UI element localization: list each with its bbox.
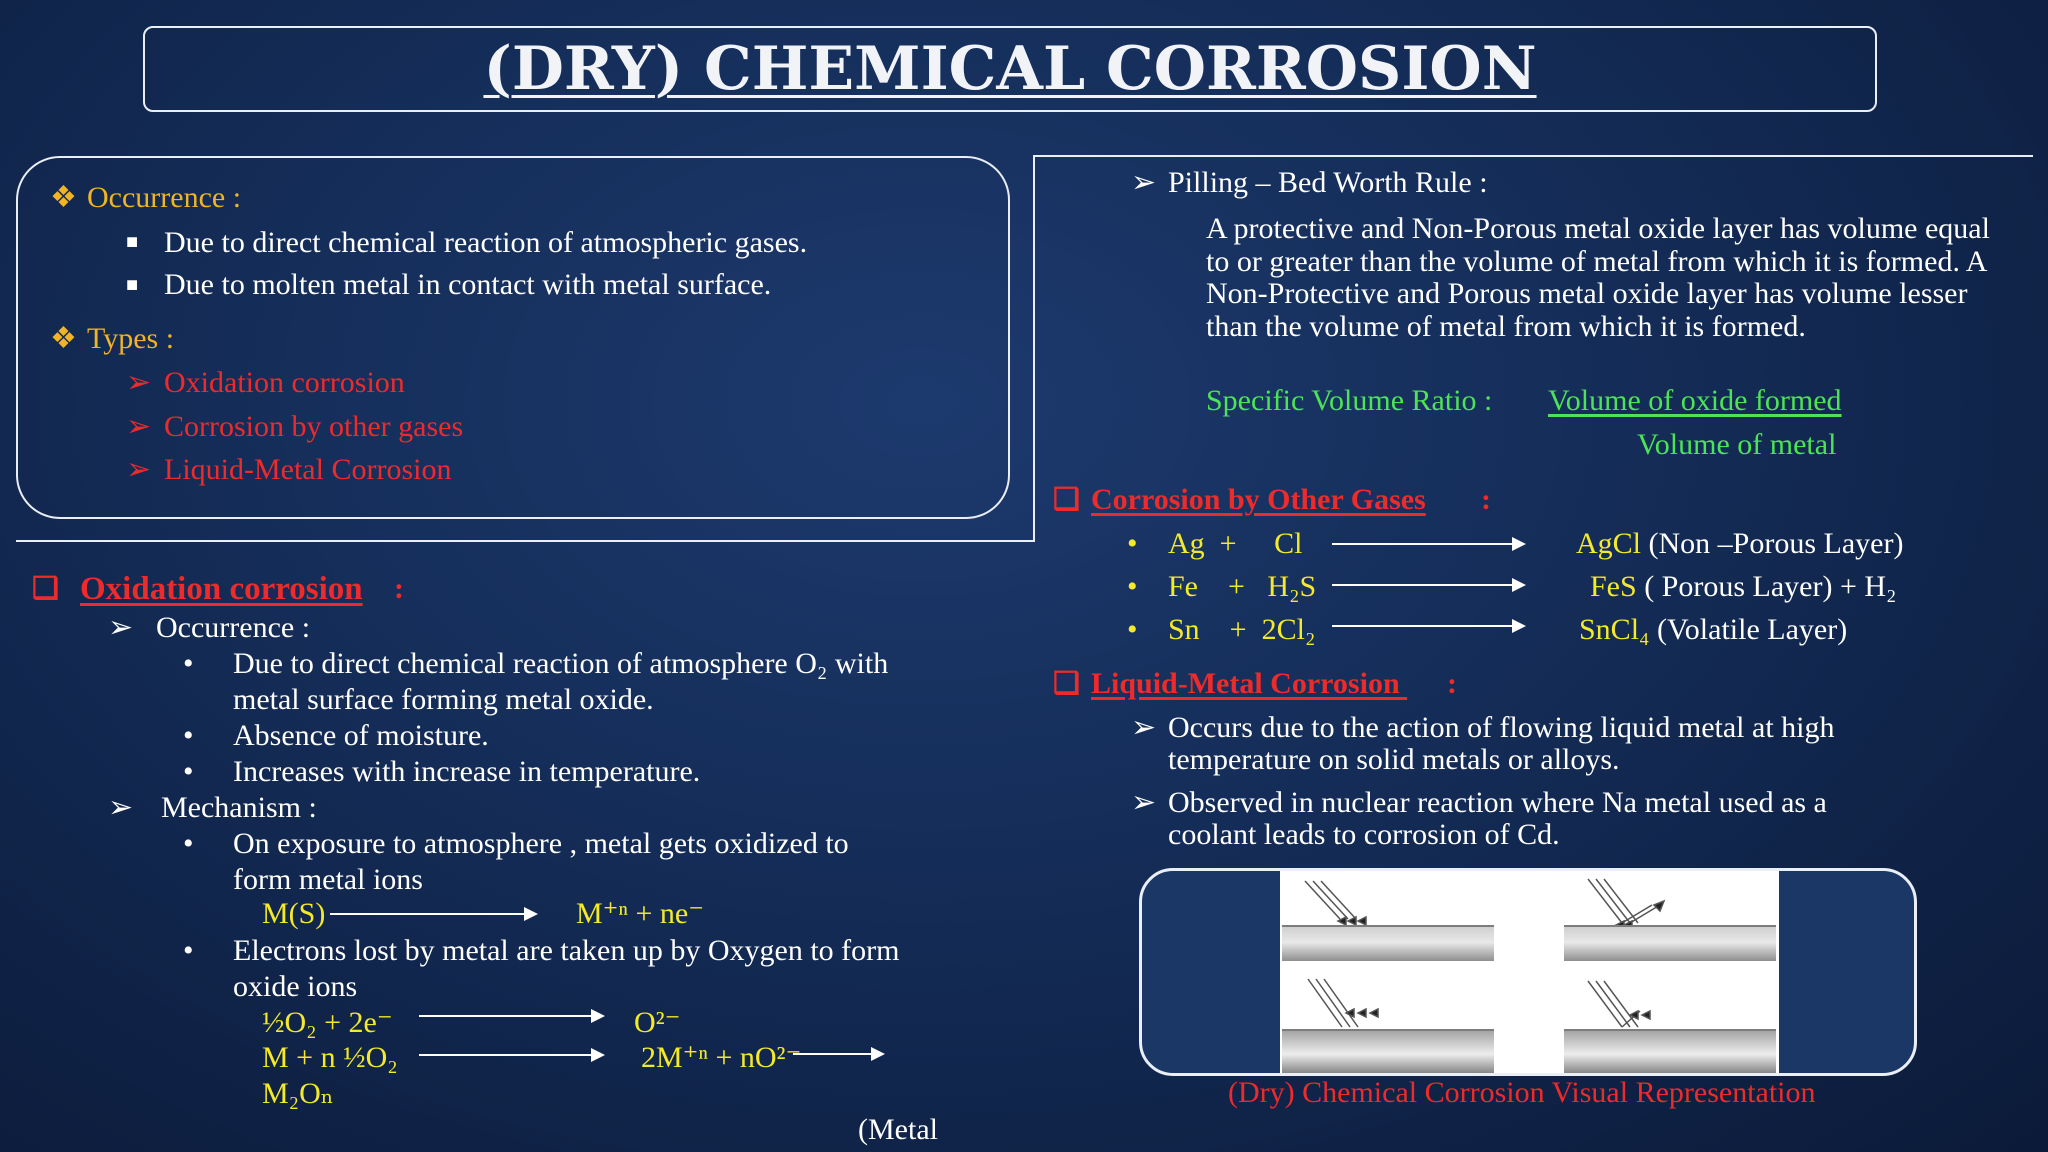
checkbox-bullet-icon: ❑ <box>32 572 59 605</box>
oxidation-heading-colon: : <box>394 572 404 605</box>
square-bullet-icon: ■ <box>126 231 139 253</box>
metal-plate <box>1564 1029 1776 1073</box>
oxidation-occurrence-1b: metal surface forming metal oxide. <box>233 683 654 716</box>
gas-reaction-3-product: SnCl₄ <box>1579 613 1650 646</box>
checkbox-bullet-icon: ❑ <box>1053 667 1080 700</box>
reaction-arrow-icon <box>1332 537 1526 551</box>
other-gases-colon: : <box>1481 483 1491 516</box>
reaction-arrow-icon <box>419 1048 605 1062</box>
arrow-bullet-icon: ➢ <box>1131 786 1157 819</box>
dot-bullet-icon: • <box>1127 527 1138 560</box>
oxidation-occurrence-label: Occurrence : <box>156 611 311 644</box>
ratio-label: Specific Volume Ratio : <box>1206 384 1493 417</box>
liquid-point-2b: coolant leads to corrosion of Cd. <box>1168 818 1560 851</box>
dot-bullet-icon: • <box>183 719 194 752</box>
reaction-arrow-icon <box>1332 578 1526 592</box>
gas-reaction-3-reactants: Sn + 2Cl₂ <box>1168 613 1316 646</box>
reaction-arrow-icon <box>793 1047 885 1061</box>
ratio-numerator: Volume of oxide formed <box>1548 384 1842 417</box>
metal-plate <box>1282 925 1494 961</box>
dot-bullet-icon: • <box>183 647 194 680</box>
dot-bullet-icon: • <box>1127 570 1138 603</box>
eq4: M₂Oₙ <box>262 1077 334 1110</box>
arrow-bullet-icon: ➢ <box>108 611 134 644</box>
gas-reaction-1-reactants: Ag + Cl <box>1168 527 1303 560</box>
arrow-bullet-icon: ➢ <box>126 453 152 486</box>
mechanism-bullet-2b: oxide ions <box>233 970 358 1003</box>
reaction-arrow-icon <box>419 1009 605 1023</box>
types-item-1: Oxidation corrosion <box>164 366 405 399</box>
reaction-arrow-icon <box>1332 619 1526 633</box>
dot-bullet-icon: • <box>1127 613 1138 646</box>
right-top-divider <box>1033 155 2033 157</box>
eq3-left: M + n ½O₂ <box>262 1041 398 1074</box>
gas-reaction-2-product: FeS <box>1590 570 1637 603</box>
pilling-label: Pilling – Bed Worth Rule : <box>1168 166 1488 199</box>
types-heading: Types : <box>87 322 175 355</box>
occurrence-item-2: Due to molten metal in contact with meta… <box>164 268 772 301</box>
arrow-bullet-icon: ➢ <box>126 366 152 399</box>
gas-reaction-1-result: AgCl (Non –Porous Layer) <box>1576 527 1903 561</box>
gas-reaction-3-note: (Volatile Layer) <box>1649 613 1848 646</box>
other-gases-heading: Corrosion by Other Gases <box>1091 483 1426 516</box>
liquid-metal-heading: Liquid-Metal Corrosion <box>1091 667 1408 700</box>
gas-reaction-2-result: FeS ( Porous Layer) + H₂ <box>1590 570 1897 604</box>
occurrence-heading: Occurrence : <box>87 181 242 214</box>
oxidation-occurrence-1: Due to direct chemical reaction of atmos… <box>233 647 889 680</box>
mechanism-bullet-2: Electrons lost by metal are taken up by … <box>233 934 900 967</box>
arrow-bullet-icon: ➢ <box>108 791 134 824</box>
metal-plate <box>1564 925 1776 961</box>
reaction-arrow-icon <box>330 907 538 921</box>
dot-bullet-icon: • <box>183 755 194 788</box>
pilling-paragraph: A protective and Non-Porous metal oxide … <box>1206 212 1990 343</box>
diamond-bullet-icon: ❖ <box>50 322 77 355</box>
liquid-point-1b: temperature on solid metals or alloys. <box>1168 743 1620 776</box>
types-item-2: Corrosion by other gases <box>164 410 464 443</box>
mechanism-bullet-1: On exposure to atmosphere , metal gets o… <box>233 827 849 860</box>
gas-reaction-1-note: (Non –Porous Layer) <box>1641 527 1904 560</box>
occurrence-item-1: Due to direct chemical reaction of atmos… <box>164 226 808 259</box>
liquid-point-2: Observed in nuclear reaction where Na me… <box>1168 786 1827 819</box>
gas-reaction-3-result: SnCl₄ (Volatile Layer) <box>1579 613 1847 647</box>
types-item-3: Liquid-Metal Corrosion <box>164 453 452 486</box>
ratio-denominator: Volume of metal <box>1637 428 1837 461</box>
oxidation-heading: Oxidation corrosion <box>80 571 363 607</box>
gas-reaction-2-reactants: Fe + H₂S <box>1168 570 1317 603</box>
diamond-bullet-icon: ❖ <box>50 181 77 214</box>
eq1-left: M(S) <box>262 897 326 930</box>
liquid-point-1: Occurs due to the action of flowing liqu… <box>1168 711 1835 744</box>
slide-title: (DRY) CHEMICAL CORROSION <box>483 34 1537 104</box>
eq2-right: O²⁻ <box>634 1006 681 1039</box>
dot-bullet-icon: • <box>183 934 194 967</box>
mechanism-label: Mechanism : <box>161 791 317 824</box>
oxidation-occurrence-3: Increases with increase in temperature. <box>233 755 701 788</box>
checkbox-bullet-icon: ❑ <box>1053 483 1080 516</box>
metal-note: (Metal <box>858 1113 938 1146</box>
arrow-bullet-icon: ➢ <box>1131 166 1157 199</box>
summary-box <box>16 156 1010 519</box>
square-bullet-icon: ■ <box>126 274 139 296</box>
center-divider <box>1033 156 1035 542</box>
dot-bullet-icon: • <box>183 827 194 860</box>
oxidation-occurrence-2: Absence of moisture. <box>233 719 489 752</box>
arrow-bullet-icon: ➢ <box>1131 711 1157 744</box>
gas-reaction-2-note: ( Porous Layer) + H₂ <box>1636 570 1897 603</box>
liquid-metal-colon: : <box>1447 667 1457 700</box>
mechanism-bullet-1b: form metal ions <box>233 863 423 896</box>
metal-plate <box>1282 1029 1494 1073</box>
left-divider <box>16 540 1034 542</box>
eq1-right: M⁺ⁿ + ne⁻ <box>576 897 705 930</box>
gas-reaction-1-product: AgCl <box>1576 527 1642 560</box>
eq2-left: ½O₂ + 2e⁻ <box>262 1006 393 1039</box>
figure-caption: (Dry) Chemical Corrosion Visual Represen… <box>1228 1076 1816 1109</box>
title-frame <box>143 26 1877 112</box>
arrow-bullet-icon: ➢ <box>126 410 152 443</box>
corrosion-illustration <box>1139 868 1917 1076</box>
eq3-right: 2M⁺ⁿ + nO²⁻ <box>641 1041 802 1074</box>
illustration-panel <box>1280 871 1779 1073</box>
gas-rays-icon <box>1304 878 1666 1028</box>
